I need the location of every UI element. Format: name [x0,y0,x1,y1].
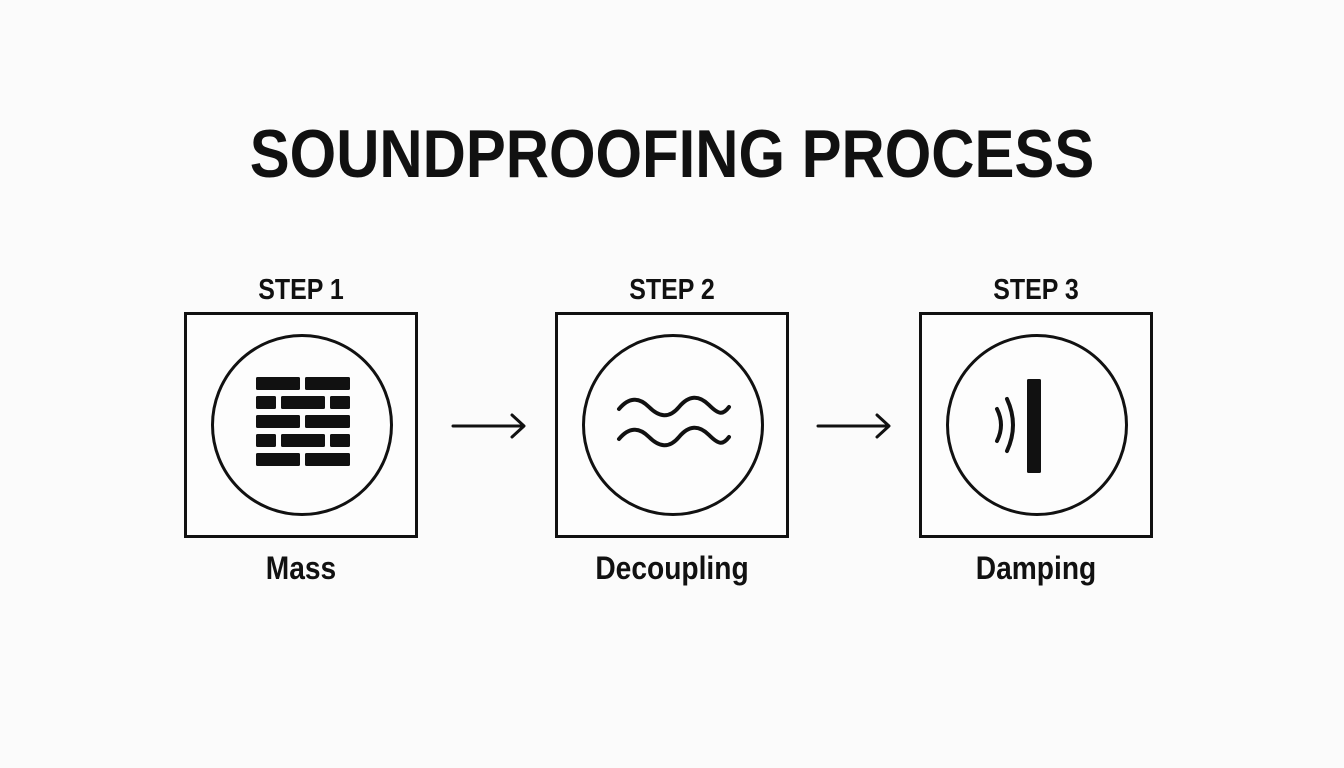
arrow-right-icon [816,413,891,439]
arrow-right-icon [451,413,526,439]
step-2-name: Decoupling [595,550,749,586]
step-3-box [919,312,1153,538]
step-2-label: STEP 2 [629,274,715,306]
step-1-box [184,312,418,538]
step-3-circle [946,334,1128,516]
step-3-name: Damping [975,550,1097,586]
brick-wall-icon [256,377,350,466]
step-2-box [555,312,789,538]
sound-barrier-icon [995,379,1041,473]
step-1-name: Mass [265,550,337,586]
waves-icon [617,395,731,448]
step-2-circle [582,334,764,516]
diagram-title: SOUNDPROOFING PROCESS [249,116,1095,192]
step-1-label: STEP 1 [258,274,344,306]
step-3-label: STEP 3 [993,274,1079,306]
step-1-circle [211,334,393,516]
